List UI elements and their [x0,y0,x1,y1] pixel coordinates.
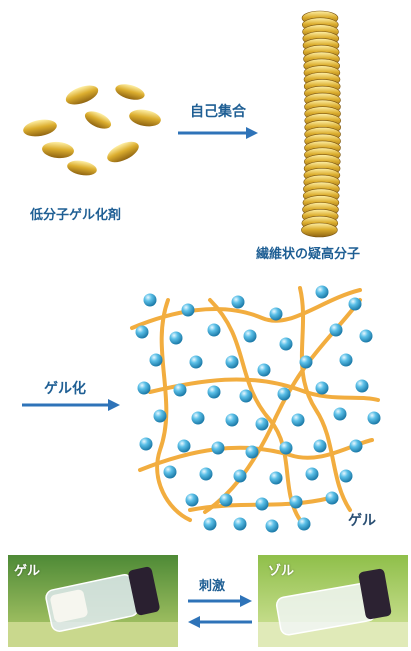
fiber-disc [301,223,337,237]
gelator-molecules [22,81,162,177]
solvent-molecule-icon [316,286,329,299]
solvent-molecule-icon [244,330,257,343]
solvent-molecule-icon [164,466,177,479]
solvent-molecule-icon [256,498,269,511]
solvent-molecule-icon [182,304,195,317]
solvent-molecule-icon [234,470,247,483]
arrow-left-icon [188,616,252,628]
solvent-molecule-icon [138,382,151,395]
solvent-molecule-icon [300,356,313,369]
solvent-molecule-icon [246,446,259,459]
gelator-molecule-icon [66,159,98,178]
solvent-molecule-icon [356,380,369,393]
solvent-molecule-icon [314,440,327,453]
solvent-molecule-icon [140,438,153,451]
solvent-molecule-icon [292,414,305,427]
solvent-molecule-icon [290,496,303,509]
solvent-molecule-icon [212,442,225,455]
stimulus-label: 刺激 [199,575,225,594]
solvent-molecule-icon [340,470,353,483]
solvent-molecule-icon [280,442,293,455]
solvent-molecule-icon [306,468,319,481]
fiber-stack-icon [301,11,340,237]
solvent-molecule-icon [226,414,239,427]
solvent-molecule-icon [326,492,339,505]
gelator-molecule-icon [104,138,142,167]
solvent-molecule-icon [349,298,362,311]
solvent-molecule-icon [170,332,183,345]
gelator-molecule-icon [128,107,162,128]
solvent-molecule-icon [226,356,239,369]
solvent-molecule-icon [360,330,373,343]
solvent-molecule-icon [208,386,221,399]
solvent-molecule-icon [340,354,353,367]
solvent-molecule-icon [200,468,213,481]
gelation-arrow [22,399,120,411]
solvent-molecule-icon [190,356,203,369]
solvent-molecule-icon [270,472,283,485]
solvent-molecule-icon [298,518,311,531]
arrow-right-icon [188,595,252,607]
gelator-molecule-icon [114,81,147,102]
solvent-molecule-icon [208,324,221,337]
solvent-molecule-icon [144,294,157,307]
solvent-molecule-icon [316,382,329,395]
solvent-molecule-icon [256,418,269,431]
arrow-right-icon [178,127,258,139]
solvent-molecule-icon [154,410,167,423]
low-mw-gelator-label: 低分子ゲル化剤 [30,204,121,223]
solvent-molecule-icon [350,440,363,453]
gelator-molecule-icon [82,108,113,133]
solvent-molecule-icon [204,518,217,531]
solvent-molecule-icon [266,520,279,533]
solvent-molecule-icon [174,384,187,397]
solvent-molecule-icon [334,408,347,421]
solvent-molecule-icon [258,364,271,377]
fibrous-polymer-label: 繊維状の疑高分子 [256,243,360,262]
solvent-molecule-icon [368,412,381,425]
solvent-molecule-icon [178,440,191,453]
solvent-molecule-icon [330,324,343,337]
solvent-molecule-icon [186,494,199,507]
gelation-label: ゲル化 [44,378,86,398]
solvent-molecule-icon [240,390,253,403]
solvent-molecule-icon [192,412,205,425]
gel-network-label: ゲル [348,510,376,530]
gel-photo-label: ゲル [14,560,40,579]
sol-photo-label: ゾル [268,560,294,579]
gelator-molecule-icon [63,82,100,109]
gel-network-fibers [132,288,378,520]
solvent-molecule-icon [232,296,245,309]
gelator-molecule-icon [22,117,58,139]
solvent-molecule-icon [278,388,291,401]
solvent-molecule-icon [270,308,283,321]
solvent-molecule-icon [234,518,247,531]
gelator-molecule-icon [41,141,74,160]
solvent-molecule-icon [220,494,233,507]
solvent-molecule-icon [150,354,163,367]
solvent-molecule-icon [136,326,149,339]
solvent-molecule-icon [280,338,293,351]
self-assembly-label: 自己集合 [190,101,246,121]
